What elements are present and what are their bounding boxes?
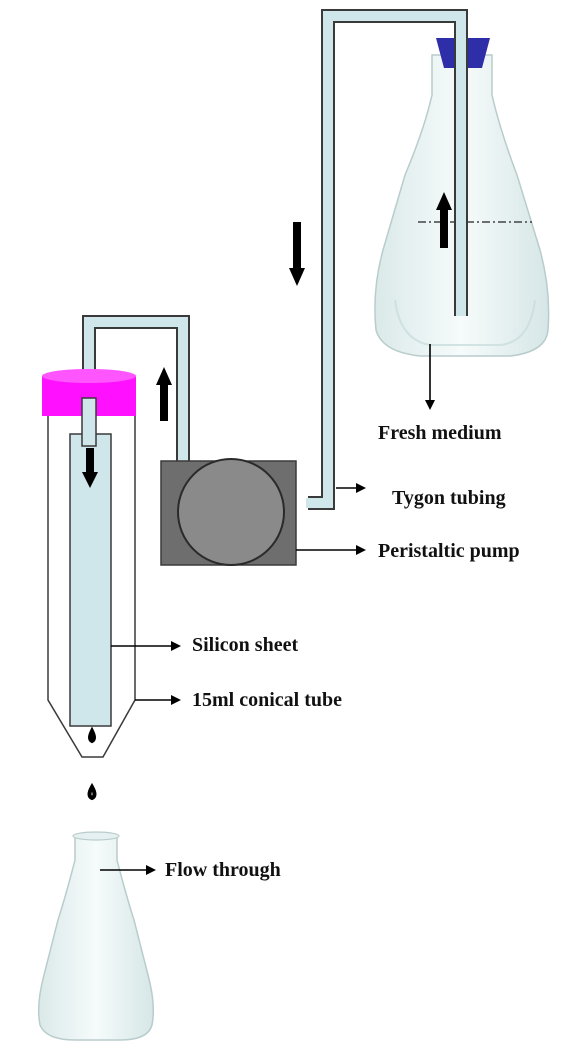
- arrow-icon: [82, 448, 98, 488]
- arrow-icon: [436, 192, 452, 248]
- peristaltic-pump: [160, 458, 297, 566]
- droplet-icon: [87, 782, 97, 801]
- arrow-icon: [289, 222, 305, 286]
- callout-arrowheads: [146, 400, 435, 875]
- arrow-icon: [171, 641, 181, 651]
- arrow-icon: [171, 695, 181, 705]
- droplet-icon: [88, 726, 96, 744]
- flask-body: [37, 834, 155, 1041]
- arrow-icon: [146, 865, 156, 875]
- tygon-tubing: [306, 9, 468, 510]
- silicon-sheet: [69, 433, 112, 727]
- label-peristaltic-pump: Peristaltic pump: [378, 540, 520, 562]
- label-flow-through: Flow through: [165, 859, 281, 881]
- arrow-icon: [425, 400, 435, 410]
- tube-cap: [42, 369, 136, 416]
- arrow-icon: [356, 483, 366, 493]
- flow-arrows: [82, 192, 452, 488]
- callouts: [100, 344, 431, 871]
- label-tygon-tubing: Tygon tubing: [392, 487, 506, 509]
- label-conical-tube: 15ml conical tube: [192, 689, 342, 711]
- conical-tube: [42, 369, 136, 758]
- arrow-icon: [156, 367, 172, 421]
- label-silicon-sheet: Silicon sheet: [192, 634, 298, 656]
- flow-through-flask: [37, 831, 155, 1041]
- label-fresh-medium: Fresh medium: [378, 422, 502, 444]
- pump-rotor: [177, 458, 285, 566]
- arrow-icon: [356, 545, 366, 555]
